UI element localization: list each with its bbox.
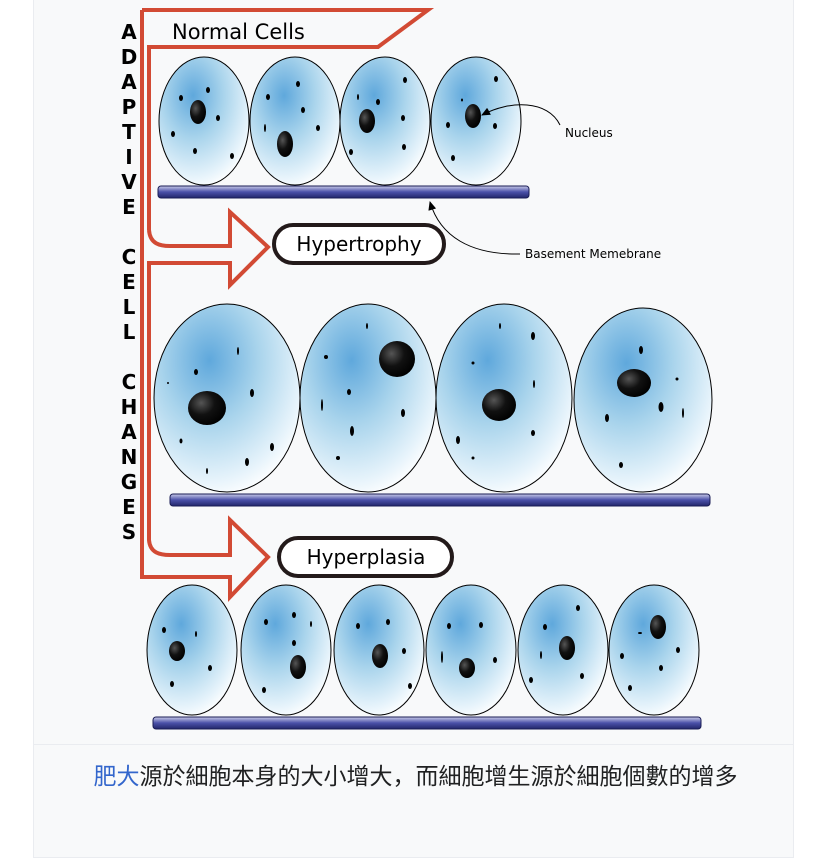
cell (339, 56, 431, 186)
cell (146, 584, 238, 716)
nucleus (650, 615, 666, 639)
nucleus (459, 658, 475, 678)
nucleus (277, 131, 293, 157)
hyperplasia-pill (277, 536, 454, 578)
basement-membrane-2 (169, 493, 711, 507)
caption-text: 源於細胞本身的大小增大，而細胞增生源於細胞個數的增多 (139, 764, 738, 790)
nucleus (465, 104, 481, 128)
nucleus-label: Nucleus (565, 126, 613, 140)
basement-membrane-1 (157, 185, 530, 199)
nuclei-row-1 (190, 100, 481, 157)
nuclei-row-3 (169, 615, 666, 679)
organelles-row-1 (171, 76, 498, 161)
normal-cells-label: Normal Cells (172, 20, 305, 44)
nucleus (290, 655, 306, 679)
basement-membrane-3 (152, 716, 702, 730)
hypertrophy-pill (272, 223, 446, 265)
hyperplasia-label: Hyperplasia (307, 545, 426, 569)
cell (573, 307, 713, 493)
membrane-pointer (428, 201, 521, 255)
nuclei-row-2 (188, 341, 651, 425)
organelles-row-3 (162, 605, 680, 693)
hypertrophy-link[interactable]: 肥大 (93, 764, 140, 790)
cell (240, 584, 332, 716)
hyperplastic-cells-row (146, 584, 700, 716)
cell (153, 303, 301, 493)
nucleus (190, 100, 206, 124)
nucleus-pointer (481, 104, 561, 126)
nucleus (372, 644, 388, 668)
cell (249, 56, 341, 186)
cell (425, 584, 517, 716)
red-arrow-outline (140, 8, 435, 603)
normal-cells-row (158, 56, 522, 186)
adaptive-cell-changes-diagram: Normal Cells Nucleus Basement Memebrane … (140, 8, 713, 730)
cell (608, 584, 700, 716)
nucleus (559, 636, 575, 660)
membrane-label: Basement Memebrane (525, 247, 661, 261)
organelles-row-2 (167, 323, 684, 474)
nucleus (379, 341, 415, 377)
hypertrophic-cells-row (153, 303, 713, 493)
cell (158, 56, 250, 186)
cell (299, 303, 437, 493)
nucleus (169, 641, 185, 661)
nucleus (188, 391, 226, 425)
nucleus (482, 389, 516, 421)
hypertrophy-label: Hypertrophy (296, 232, 421, 256)
caption-divider (33, 744, 794, 745)
nucleus (617, 369, 651, 397)
adaptive-cell-changes-title: A D A P T I V E C E L L C H A N G E S (120, 20, 138, 544)
nucleus (359, 109, 375, 133)
figure-caption: 肥大源於細胞本身的大小增大，而細胞增生源於細胞個數的增多 (48, 760, 783, 794)
